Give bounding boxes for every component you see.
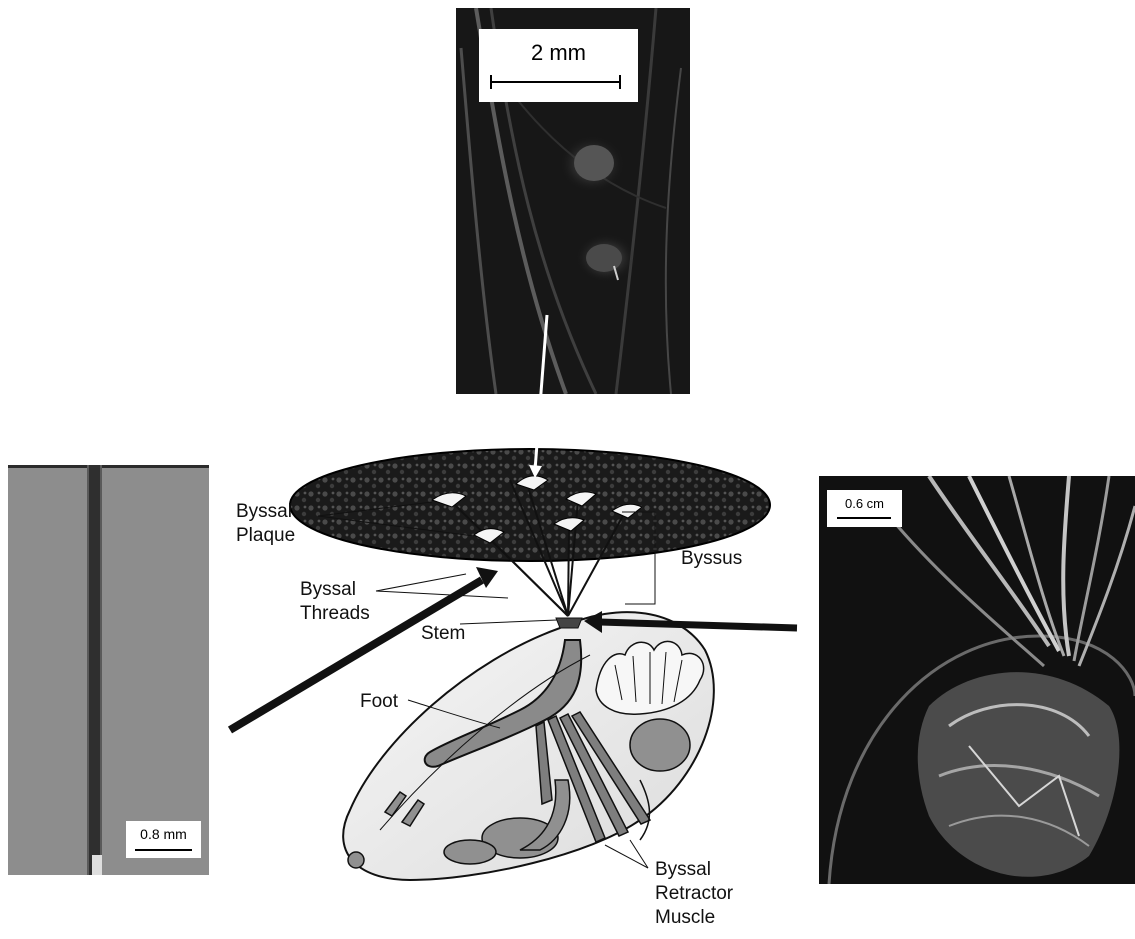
- label-byssal-retractor-muscle: Byssal Retractor Muscle: [655, 858, 733, 930]
- label-byssal-plaque: Byssal Plaque: [236, 500, 295, 548]
- label-byssal-threads: Byssal Threads: [300, 578, 370, 626]
- label-retractor-line-1: Byssal: [655, 858, 733, 882]
- label-foot: Foot: [360, 690, 398, 714]
- stem: [556, 618, 582, 628]
- label-byssal-plaque-line-1: Byssal: [236, 500, 295, 524]
- label-retractor-line-2: Retractor: [655, 882, 733, 906]
- label-retractor-line-3: Muscle: [655, 906, 733, 930]
- label-byssal-threads-line-2: Threads: [300, 602, 370, 626]
- label-byssal-threads-line-1: Byssal: [300, 578, 370, 602]
- label-byssal-plaque-line-2: Plaque: [236, 524, 295, 548]
- label-byssus: Byssus: [681, 547, 742, 571]
- label-stem: Stem: [421, 622, 465, 646]
